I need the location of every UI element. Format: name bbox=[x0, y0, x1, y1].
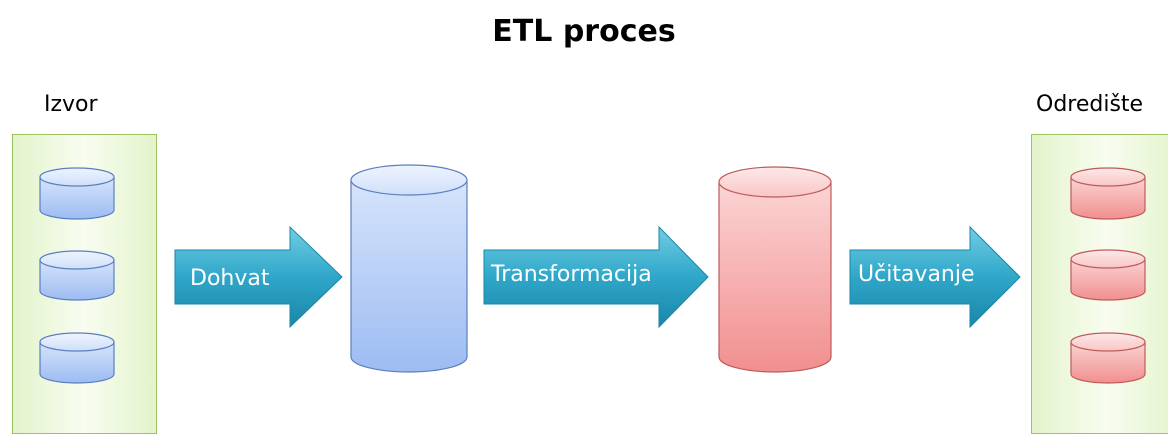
source-database-2-icon bbox=[39, 250, 115, 301]
transformed-data-database-icon bbox=[718, 166, 832, 373]
destination-database-3-icon bbox=[1070, 332, 1146, 384]
diagram-title: ETL proces bbox=[492, 14, 676, 49]
load-arrow-icon bbox=[849, 225, 1021, 329]
source-database-3-icon bbox=[39, 332, 115, 384]
source-label: Izvor bbox=[44, 92, 98, 117]
extract-step-label: Dohvat bbox=[190, 266, 270, 291]
source-database-1-icon bbox=[39, 167, 115, 220]
destination-label: Odredište bbox=[1036, 92, 1144, 117]
etl-diagram-canvas bbox=[39, 164, 1146, 384]
extracted-data-database-icon bbox=[350, 164, 468, 373]
destination-database-1-icon bbox=[1070, 167, 1146, 220]
destination-database-2-icon bbox=[1070, 249, 1146, 301]
transform-step-label: Transformacija bbox=[491, 262, 652, 287]
load-step-label: Učitavanje bbox=[858, 262, 975, 287]
transform-arrow-icon bbox=[483, 225, 709, 329]
extract-arrow-icon bbox=[174, 225, 343, 329]
